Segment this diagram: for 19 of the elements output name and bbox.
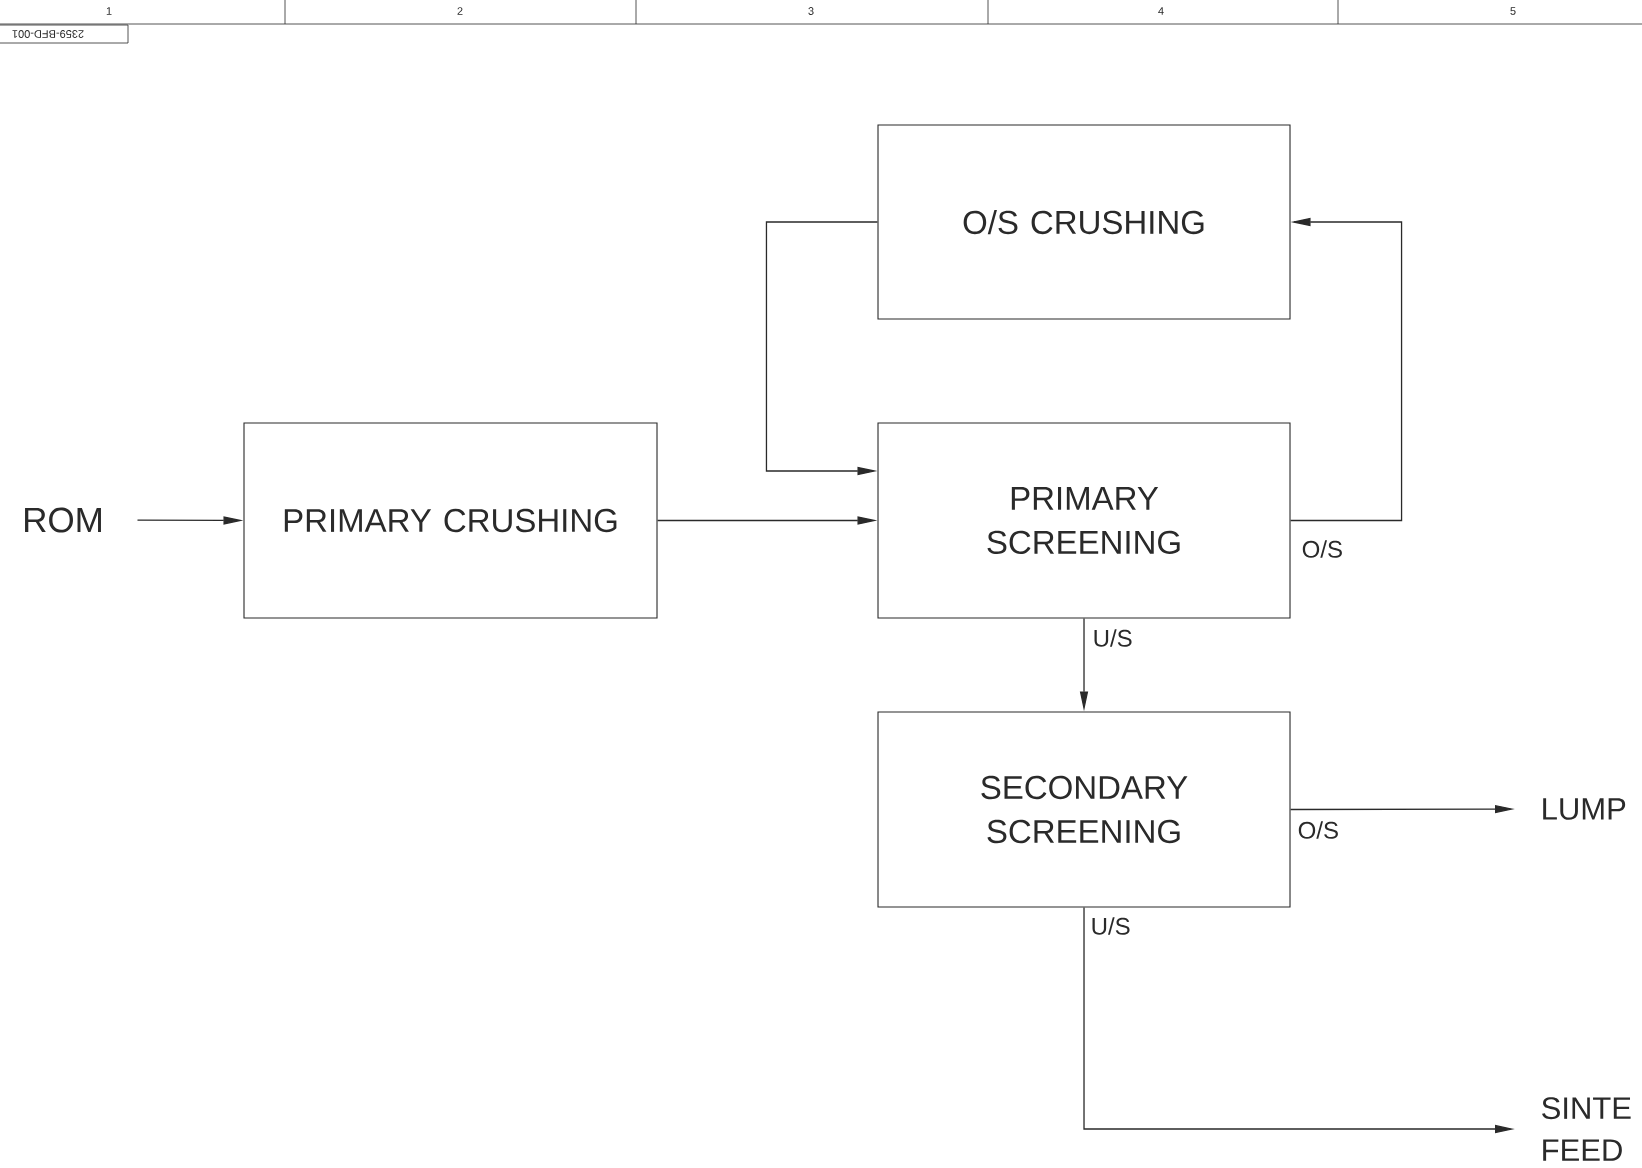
zone-number: 2 [457, 7, 463, 15]
edge-label: U/S [1089, 916, 1132, 936]
flow-arrow [765, 221, 879, 476]
feed-label: ROM [25, 507, 101, 533]
edge-label: O/S [1296, 820, 1340, 840]
process-box: SECONDARY SCREENING [877, 711, 1291, 908]
edge-label: U/S [1091, 628, 1134, 648]
process-box: PRIMARY CRUSHING [243, 422, 658, 619]
process-box: PRIMARY SCREENING [877, 422, 1291, 619]
drawing-number: 2359-BFD-001 [0, 24, 129, 44]
zone-number: 4 [1158, 7, 1164, 15]
product-label: SINTE FEED [1542, 1097, 1631, 1161]
edge-label: O/S [1300, 539, 1344, 559]
zone-number: 5 [1510, 7, 1516, 15]
process-box: O/S CRUSHING [877, 124, 1291, 320]
zone-number: 3 [808, 7, 814, 15]
flow-arrow [1289, 217, 1403, 522]
zone-number: 1 [106, 7, 112, 15]
product-label: LUMP [1543, 798, 1626, 820]
